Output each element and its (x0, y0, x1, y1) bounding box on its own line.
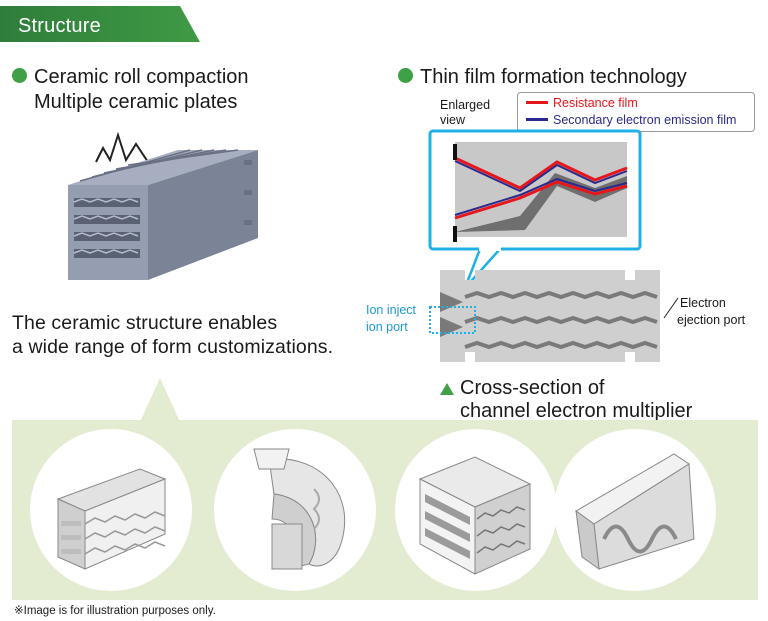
ion-label-line2: ion port (366, 320, 408, 334)
green-bullet-icon (12, 68, 27, 84)
legend-item-resistance: Resistance film (526, 96, 638, 110)
panel-pointer (140, 378, 180, 422)
right-heading-text: Thin film formation technology (420, 66, 687, 88)
shape-example-1 (30, 429, 192, 591)
shape-example-2 (214, 429, 376, 591)
section-title: Structure (18, 15, 101, 37)
enlarged-label-line1: Enlarged (440, 98, 491, 112)
left-caption-line1: The ceramic structure enables (12, 312, 278, 334)
shape-example-3 (395, 429, 557, 591)
curved-channel-illustration (253, 448, 345, 570)
legend-label-resistance: Resistance film (553, 96, 638, 110)
section-tab: Structure (0, 6, 200, 42)
stacked-plates-illustration (56, 468, 167, 570)
zigzag-stack-illustration (418, 456, 532, 575)
electron-label-line2: ejection port (677, 313, 746, 327)
legend-item-secondary: Secondary electron emission film (526, 113, 736, 127)
shape-example-4 (554, 429, 716, 591)
ceramic-block-illustration (68, 131, 258, 280)
legend-swatch-red (526, 101, 548, 105)
cross-section-diagram (429, 270, 660, 362)
right-caption-line2: channel electron multiplier (460, 400, 693, 422)
left-heading: Ceramic roll compaction (12, 65, 249, 90)
left-caption-line2: a wide range of form customizations. (12, 336, 334, 358)
electron-leader-line (663, 297, 679, 319)
legend-label-secondary: Secondary electron emission film (553, 113, 737, 127)
legend-swatch-blue (526, 118, 548, 122)
legend: Resistance film Secondary electron emiss… (517, 92, 755, 132)
tab-shape (0, 6, 200, 42)
footnote: ※Image is for illustration purposes only… (14, 605, 216, 617)
left-heading-line1: Ceramic roll compaction (34, 66, 249, 88)
ion-port-highlight (429, 306, 476, 334)
wire-lead (95, 131, 151, 166)
right-caption-line1: Cross-section of (460, 377, 605, 399)
triangle-marker-icon (440, 383, 454, 395)
enlarged-label-line2: view (440, 113, 466, 127)
electron-label-line1: Electron (680, 296, 726, 310)
left-heading-line2: Multiple ceramic plates (34, 91, 238, 113)
wave-channel-illustration (575, 453, 695, 571)
right-heading: Thin film formation technology (398, 65, 687, 90)
green-bullet-icon (398, 68, 413, 84)
enlarged-view-diagram (428, 129, 642, 289)
ion-label-line1: Ion inject (366, 303, 417, 317)
